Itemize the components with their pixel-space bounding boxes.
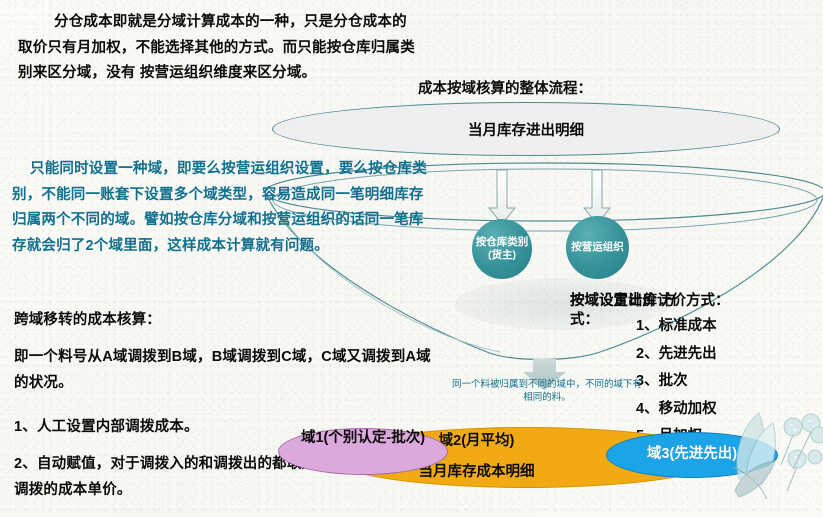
note-paragraph-1: 分仓成本即就是分域计算成本的一种，只是分仓成本的取价只有月加权，不能选择其他的方… xyxy=(18,14,415,81)
circle-warehouse-category: 按仓库类别(货主) xyxy=(472,219,532,279)
note-paragraph-3: 即一个料号从A域调拨到B域，B域调拨到C域，C域又调拨到A域的状况。 xyxy=(14,349,431,391)
note-paragraph-2: 只能同时设置一种域，即要么按营运组织设置，要么按仓库类别，不能同一账套下设置多个… xyxy=(12,161,427,254)
arrow-to-warehouse-circle xyxy=(487,169,517,225)
pricing-method-heading: 按域设定出库计价方式： xyxy=(570,293,730,309)
circle-operating-org: 按营运组织 xyxy=(566,216,629,279)
note-list-item-1: 1、人工设置内部调拨成本。 xyxy=(14,419,199,435)
pricing-method-item: 3、批次 xyxy=(636,373,688,389)
domain2-label: 域2(月平均) xyxy=(438,433,515,449)
note-heading-cross-domain-transfer: 跨域移转的成本核算： xyxy=(14,312,161,328)
funnel-output-note: 同一个料被归属到不同的域中，不同的域下有相同的料。 xyxy=(452,379,643,403)
domain3-label: 域3(先进先出) xyxy=(646,446,738,462)
pricing-method-heading-alt: 按域设置计价 方式： xyxy=(570,293,676,328)
pricing-method-list: 1、标准成本 2、先进先出 3、批次 4、移动加权 5、月加权 xyxy=(636,313,717,451)
pricing-method-item: 1、标准成本 xyxy=(636,318,717,334)
monthly-inventory-cost-detail-label: 当月库存成本明细 xyxy=(418,464,535,480)
funnel-inner-shadow xyxy=(455,278,670,330)
top-ellipse-shape xyxy=(272,102,780,156)
top-ellipse-label: 当月库存进出明细 xyxy=(468,122,584,139)
pricing-method-item: 4、移动加权 xyxy=(636,400,717,417)
domain1-ellipse-shape xyxy=(278,428,448,475)
flow-diagram-title: 成本按域核算的整体流程： xyxy=(418,81,592,97)
domain1-label: 域1(个别认定-批次) xyxy=(300,430,426,446)
pricing-method-item: 2、先进先出 xyxy=(636,345,717,362)
flower-decoration-icon xyxy=(732,412,823,500)
